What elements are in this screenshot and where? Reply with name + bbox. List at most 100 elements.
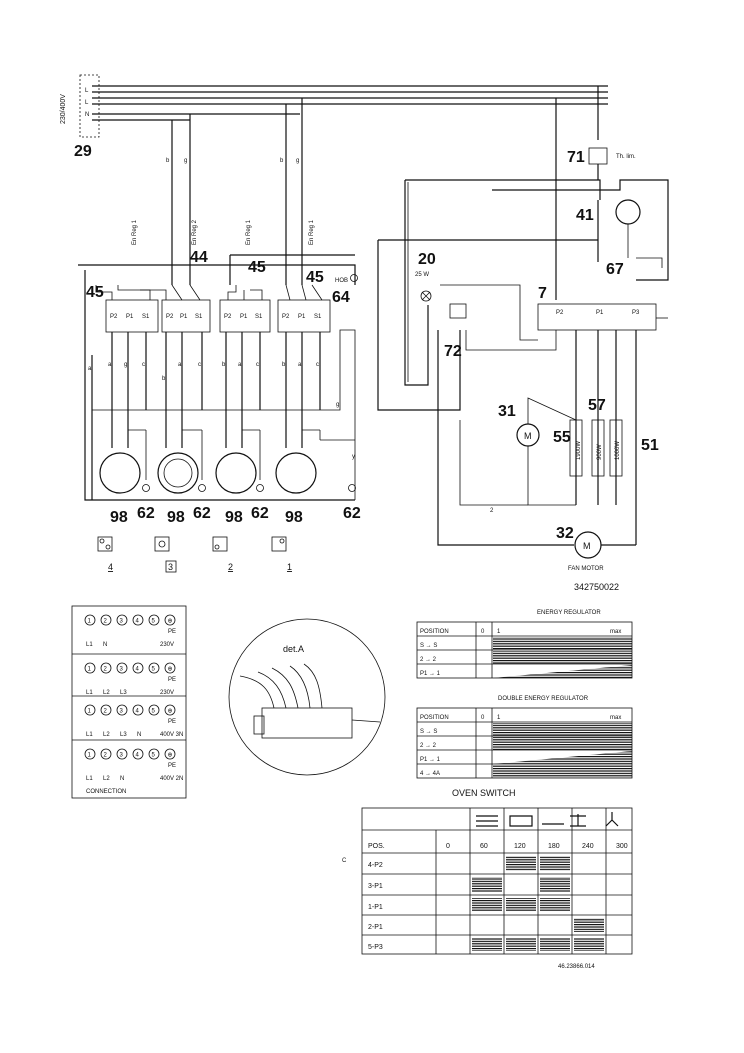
svg-text:S → S: S → S — [420, 643, 437, 649]
svg-text:L: L — [85, 88, 89, 94]
svg-text:P1: P1 — [596, 310, 604, 316]
svg-text:c: c — [198, 362, 201, 368]
ref-31: 31 — [498, 403, 516, 420]
terminal-screw-icon — [84, 614, 96, 626]
terminal-block — [71, 605, 187, 799]
supply-voltage: 230/400V — [60, 94, 67, 124]
burner-code-1: 1 — [287, 562, 292, 572]
burner-code-2: 2 — [228, 562, 233, 572]
lamp-62-1-icon — [142, 484, 150, 492]
fan-motor-label: FAN MOTOR — [568, 566, 604, 572]
terminal-voltage-note: 400V 2N — [160, 776, 183, 782]
terminal-line-label: L1 — [86, 642, 93, 648]
terminal-screw-icon — [148, 614, 160, 626]
svg-text:b: b — [166, 158, 170, 164]
svg-text:g: g — [124, 362, 127, 368]
terminal-screw-icon — [84, 704, 96, 716]
lamp-voltage: 25 W — [415, 272, 429, 278]
switch-contact-closed — [472, 938, 502, 951]
oven-switch-contact: 4-P2 — [368, 862, 383, 869]
regulator-45a — [105, 299, 159, 333]
oven-lamp-icon — [420, 290, 432, 302]
terminal-line-label: L2 — [103, 690, 110, 696]
terminal-screw-icon — [132, 748, 144, 760]
ref-51: 51 — [641, 437, 659, 454]
burners: 98 62 98 62 98 62 98 62 — [99, 452, 361, 526]
ref-57: 57 — [588, 397, 606, 414]
detail-a: det.A — [228, 618, 386, 776]
thermal-limiter-label: Th. lim. — [616, 154, 636, 160]
svg-text:2 → 2: 2 → 2 — [420, 657, 437, 663]
burner-label-2: 98 — [167, 509, 185, 526]
terminal-number: ⊕ — [168, 709, 173, 715]
terminal-number: 3 — [120, 619, 124, 625]
burner-label-1: 98 — [110, 509, 128, 526]
terminal-screw-icon — [116, 704, 128, 716]
terminal-number: ⊕ — [168, 667, 173, 673]
svg-text:max: max — [610, 715, 621, 721]
svg-text:P2: P2 — [166, 314, 174, 320]
switch-contact-closed — [540, 856, 570, 871]
svg-text:1: 1 — [497, 715, 501, 721]
terminal-screw-icon — [100, 614, 112, 626]
regulator-44 — [161, 299, 211, 333]
terminal-screw-icon — [100, 704, 112, 716]
terminal-line-label: L1 — [86, 690, 93, 696]
svg-text:P1: P1 — [240, 314, 248, 320]
oven-switch-position: 240 — [582, 843, 594, 850]
ref-55: 55 — [553, 429, 571, 446]
hob-lamp-icon — [350, 274, 358, 282]
switch-contact-closed — [506, 938, 536, 951]
svg-text:M: M — [583, 541, 591, 551]
terminal-voltage-note: 230V — [160, 690, 174, 696]
cooktop-labels: 45 44 45 45 64 HOB — [86, 249, 358, 306]
burner-label-4: 98 — [285, 509, 303, 526]
svg-text:P1 → 1: P1 → 1 — [420, 757, 441, 763]
terminal-screw-icon — [116, 748, 128, 760]
power-1000: 1000W — [615, 441, 621, 460]
terminal-screw-icon — [84, 748, 96, 760]
terminal-screw-icon — [132, 662, 144, 674]
terminal-screw-icon — [164, 614, 176, 626]
ref-72: 72 — [444, 343, 462, 360]
terminal-number: 4 — [136, 709, 140, 715]
ref-64: 64 — [332, 289, 350, 306]
burner-label-3: 98 — [225, 509, 243, 526]
ref-44: 44 — [190, 249, 208, 266]
terminal-screw-icon — [100, 748, 112, 760]
svg-text:c: c — [316, 362, 319, 368]
terminal-screw-icon — [132, 704, 144, 716]
terminal-line-label: L1 — [86, 732, 93, 738]
terminal-screw-icon — [164, 748, 176, 760]
svg-text:g: g — [336, 402, 339, 408]
ref-67: 67 — [606, 261, 624, 278]
ref-41: 41 — [576, 207, 594, 224]
hob-label: HOB — [335, 278, 348, 284]
svg-text:S1: S1 — [255, 314, 263, 320]
svg-text:N: N — [85, 112, 89, 118]
svg-text:b: b — [222, 362, 226, 368]
switch-contact-closed — [574, 938, 604, 951]
reg-label-2: En Reg 2 — [192, 219, 198, 245]
oven-switch-position: 0 — [446, 843, 450, 850]
terminal-number: 3 — [120, 753, 124, 759]
detail-label: det.A — [283, 644, 304, 654]
svg-text:POSITION: POSITION — [420, 629, 449, 635]
svg-text:y: y — [352, 454, 355, 460]
svg-text:P2: P2 — [224, 314, 232, 320]
svg-text:a: a — [178, 362, 182, 368]
svg-text:S1: S1 — [142, 314, 150, 320]
supply-bus-lines — [92, 85, 608, 121]
ref-71: 71 — [567, 149, 585, 166]
lamp-label-3: 62 — [251, 505, 269, 522]
svg-text:S → S: S → S — [420, 729, 437, 735]
svg-text:1: 1 — [497, 629, 501, 635]
terminal-number: 1 — [88, 753, 92, 759]
switch-contact-closed — [506, 856, 536, 871]
svg-text:P1: P1 — [298, 314, 306, 320]
terminal-caption: CONNECTION — [86, 789, 126, 795]
terminal-number: 1 — [88, 619, 92, 625]
terminal-line-label: L3 — [120, 732, 127, 738]
lamp-label-4: 62 — [343, 505, 361, 522]
